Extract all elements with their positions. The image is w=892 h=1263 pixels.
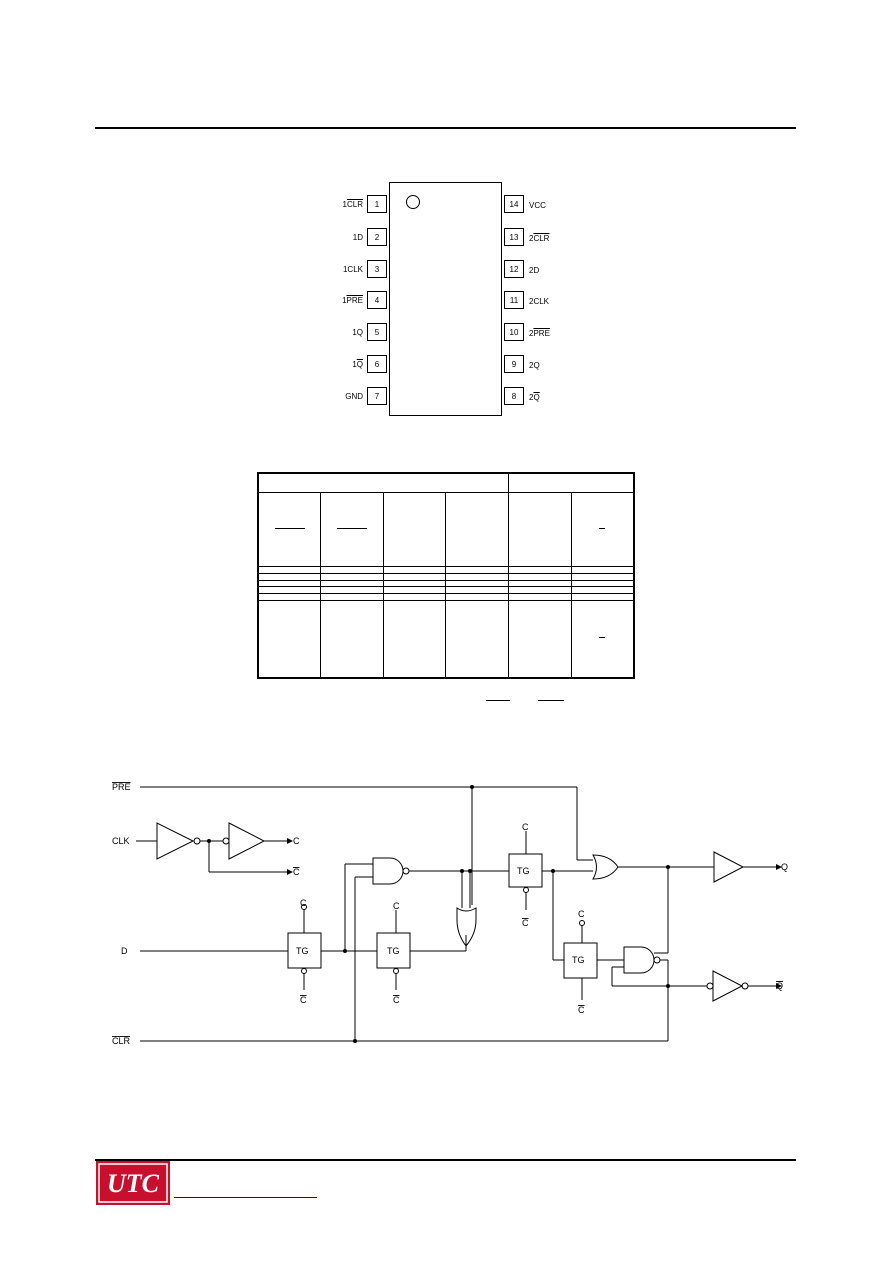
- clr-label: CLR: [112, 1036, 131, 1046]
- table-row: [257, 593, 635, 601]
- pin-14-box: 14: [504, 195, 524, 213]
- tg1-cbar-label: C: [300, 995, 307, 1005]
- clk-label: CLK: [112, 836, 130, 846]
- utc-logo: UTC: [96, 1161, 170, 1205]
- table-header-row: [257, 491, 635, 568]
- tg2-c-label: C: [393, 901, 400, 911]
- function-table: [257, 472, 635, 679]
- pin-8-box: 8: [504, 387, 524, 405]
- tg4-c-label: C: [578, 909, 585, 919]
- footer-rule: [95, 1159, 796, 1161]
- tg2-label: TG: [387, 946, 400, 956]
- tg2-cbar-label: C: [393, 995, 400, 1005]
- col-clr: [320, 491, 384, 568]
- note-overline-2: [538, 700, 564, 701]
- tg1-c-label: C: [300, 898, 307, 908]
- tg4-label: TG: [572, 955, 585, 965]
- tg3-c-label: C: [522, 822, 529, 832]
- pin-8-label: 2Q: [529, 393, 540, 402]
- col-q: [508, 491, 572, 568]
- table-row: [257, 566, 635, 574]
- table-row: [257, 586, 635, 595]
- pin-6-label: 1Q: [352, 360, 363, 369]
- q-output-label: Q: [781, 862, 788, 872]
- tg4-cbar-label: C: [578, 1005, 585, 1015]
- pin1-notch: [406, 195, 420, 209]
- pin-7-label: GND: [345, 392, 363, 401]
- tg3-label: TG: [517, 866, 530, 876]
- pin-1-label: 1CLR: [342, 200, 363, 209]
- tg3-cbar-label: C: [522, 918, 529, 928]
- pin-11-label: 2CLK: [529, 297, 550, 306]
- table-row: [257, 579, 635, 588]
- pin-5-label: 1Q: [352, 328, 363, 337]
- pin-3-label: 1CLK: [342, 265, 363, 274]
- outputs-header: [508, 472, 635, 493]
- pin-11-box: 11: [504, 291, 524, 309]
- col-qbar: [570, 491, 635, 568]
- pin-3-box: 3: [367, 260, 387, 278]
- pin-2-label: 1D: [352, 233, 363, 242]
- note-overline-1: [486, 700, 510, 701]
- pin-9-label: 2Q: [529, 361, 540, 370]
- d-label: D: [121, 946, 128, 956]
- table-header-group: [257, 472, 635, 493]
- pin-7-box: 7: [367, 387, 387, 405]
- table-row: [257, 599, 635, 679]
- ic-body: [389, 182, 502, 416]
- pin-4-label: 1PRE: [342, 296, 363, 305]
- cbar-out-label: C: [293, 867, 300, 877]
- pin-6-box: 6: [367, 355, 387, 373]
- pre-label: PRE: [112, 782, 131, 792]
- pin-13-box: 13: [504, 228, 524, 246]
- inputs-header: [257, 472, 510, 493]
- c-out-label: C: [293, 836, 300, 846]
- pin-10-label: 2PRE: [529, 329, 550, 338]
- logic-diagram: PRE CLK D CLR C C C C TG C C TG C C TG C…: [112, 782, 788, 1046]
- header-rule: [95, 127, 796, 129]
- pin-10-box: 10: [504, 323, 524, 341]
- table-row: [257, 572, 635, 581]
- col-pre: [257, 491, 322, 568]
- col-clk: [382, 491, 447, 568]
- pin-4-box: 4: [367, 291, 387, 309]
- svg-text:UTC: UTC: [107, 1169, 160, 1198]
- footer-link-underline[interactable]: [174, 1197, 317, 1198]
- pin-12-box: 12: [504, 260, 524, 278]
- tg1-label: TG: [296, 946, 309, 956]
- col-d: [445, 491, 510, 568]
- qbar-output-label: Q: [776, 981, 783, 991]
- pin-5-box: 5: [367, 323, 387, 341]
- pin-13-label: 2CLR: [529, 234, 550, 243]
- pin-1-box: 1: [367, 195, 387, 213]
- pin-2-box: 2: [367, 228, 387, 246]
- pin-12-label: 2D: [529, 266, 540, 275]
- pin-14-label: VCC: [529, 201, 546, 210]
- pin-9-box: 9: [504, 355, 524, 373]
